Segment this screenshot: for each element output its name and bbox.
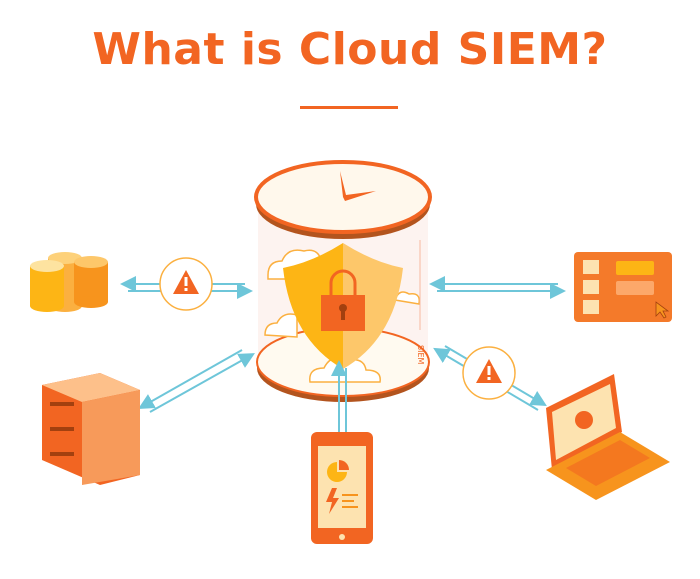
warning-icon [159, 257, 213, 311]
siem-label: SIEM [416, 345, 425, 364]
title-underline [300, 106, 398, 109]
siem-cylinder: SIEM [254, 160, 432, 402]
laptop-icon [546, 374, 670, 500]
page-title: What is Cloud SIEM? [92, 24, 608, 75]
server-icon [42, 373, 140, 485]
lock-icon [321, 269, 365, 331]
database-icon [30, 252, 108, 312]
warning-icon [462, 346, 516, 400]
flow-arrows [120, 276, 566, 432]
shield-icon [283, 243, 403, 369]
clock-icon [254, 160, 432, 239]
smartphone-icon [311, 432, 373, 544]
dashboard-icon [574, 252, 672, 322]
cursor-icon [655, 301, 670, 319]
